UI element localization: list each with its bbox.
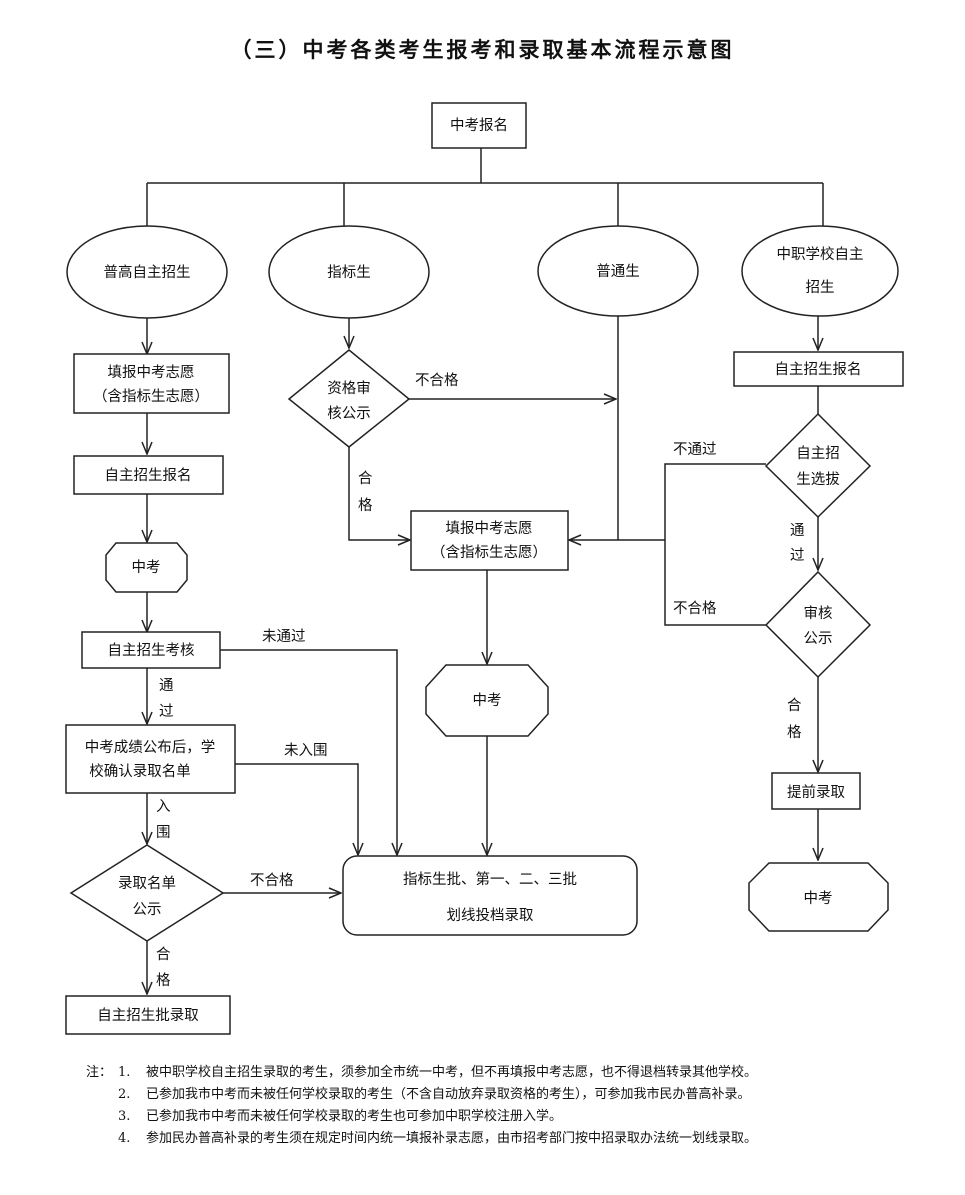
edge-label-passed-right-2: 过	[790, 547, 805, 564]
edge-label-passed-right-1: 通	[790, 522, 805, 539]
category-putong	[537, 225, 699, 317]
right-publicize-label-1: 审核	[804, 605, 833, 622]
edge-label-qualified-left-1: 合	[156, 946, 171, 963]
note-text: 已参加我市中考而未被任何学校录取的考生也可参加中职学校注册入学。	[146, 1109, 563, 1124]
bottom-batch-box	[342, 855, 638, 936]
center-fill-box	[410, 510, 569, 571]
left-fill-label-1: 填报中考志愿	[108, 364, 195, 381]
category-puggao-label: 普高自主招生	[104, 264, 191, 281]
right-publicize-label-2: 公示	[804, 631, 833, 647]
note-prefix: 注：	[86, 1065, 113, 1080]
edge-label-shortlisted-2: 围	[156, 825, 171, 841]
left-exam-label: 中考	[132, 559, 161, 576]
note-number: 4.	[118, 1131, 131, 1146]
left-publicize-label-2: 公示	[133, 902, 162, 918]
left-signup-box	[73, 455, 224, 495]
left-exam-box	[105, 542, 188, 593]
arrow-not-passed-left	[220, 649, 397, 855]
left-assess-box	[81, 631, 221, 669]
left-fill-label-2: （含指标生志愿）	[93, 388, 209, 405]
center-exam-box	[425, 664, 549, 737]
left-confirm-label-1: 中考成绩公布后，学	[85, 739, 216, 756]
edge-label-not-passed-right: 不通过	[673, 441, 717, 458]
edge-label-not-qualified-mid: 不合格	[415, 372, 459, 389]
left-publicize-label-1: 录取名单	[118, 875, 176, 892]
note-number: 1.	[118, 1065, 131, 1080]
right-early-label: 提前录取	[787, 784, 845, 801]
left-assess-label: 自主招生考核	[108, 642, 195, 659]
bottom-batch-label-2: 划线投档录取	[447, 907, 534, 924]
note-item: 4. 参加民办普高补录的考生须在规定时间内统一填报补录志愿，由市招考部门按中招录…	[86, 1128, 946, 1150]
right-select-label-2: 生选拔	[796, 471, 840, 488]
category-puggao	[66, 225, 228, 319]
left-signup-label: 自主招生报名	[105, 467, 192, 484]
mid-review-label-1: 资格审	[327, 380, 371, 397]
right-signup-box	[733, 351, 904, 387]
edge-label-not-passed-left: 未通过	[262, 628, 306, 645]
notes: 注： 1. 被中职学校自主招生录取的考生，须参加全市统一中考，但不再填报中考志愿…	[86, 1062, 946, 1150]
category-zhongzhi-label-1: 中职学校自主	[777, 246, 864, 263]
edge-label-passed-left-1: 通	[159, 677, 174, 694]
note-text: 参加民办普高补录的考生须在规定时间内统一填报补录志愿，由市招考部门按中招录取办法…	[146, 1131, 758, 1146]
category-zhibiao	[268, 225, 430, 319]
edge-label-not-shortlisted: 未入围	[284, 742, 328, 759]
edge-label-qualified-right-1: 合	[787, 697, 802, 714]
edge-label-qualified-left-2: 格	[156, 972, 171, 989]
mid-review-diamond	[287, 349, 411, 448]
left-confirm-box	[65, 724, 236, 794]
note-item: 注： 1. 被中职学校自主招生录取的考生，须参加全市统一中考，但不再填报中考志愿…	[86, 1062, 946, 1084]
right-exam-label: 中考	[804, 890, 833, 907]
right-exam-box	[748, 862, 889, 932]
right-select-label-1: 自主招	[796, 445, 840, 462]
center-fill-label-1: 填报中考志愿	[446, 520, 533, 537]
right-publicize-diamond	[764, 570, 872, 679]
note-text: 已参加我市中考而未被任何学校录取的考生（不含自动放弃录取资格的考生），可参加我市…	[146, 1087, 751, 1102]
left-confirm-label-2: 校确认录取名单	[89, 763, 191, 780]
note-number: 3.	[118, 1109, 131, 1124]
category-putong-label: 普通生	[596, 263, 640, 280]
category-zhibiao-label: 指标生	[327, 264, 371, 281]
left-fill-box	[73, 353, 230, 414]
right-early-box	[771, 772, 861, 810]
bottom-batch-label-1: 指标生批、第一、二、三批	[403, 870, 577, 888]
edge-label-qualified-mid-2: 格	[358, 497, 373, 514]
category-zhongzhi-label-2: 招生	[806, 279, 835, 296]
left-publicize-diamond	[69, 844, 225, 942]
start-box	[431, 102, 527, 149]
edge-label-qualified-right-2: 格	[787, 724, 802, 741]
edge-label-not-qualified-left: 不合格	[250, 872, 294, 889]
left-admit-box	[65, 995, 231, 1035]
start-label: 中考报名	[450, 117, 508, 134]
right-signup-label: 自主招生报名	[775, 361, 862, 378]
center-exam-label: 中考	[473, 692, 502, 709]
note-number: 2.	[118, 1087, 131, 1102]
note-text: 被中职学校自主招生录取的考生，须参加全市统一中考，但不再填报中考志愿，也不得退档…	[146, 1065, 758, 1080]
left-admit-label: 自主招生批录取	[97, 1007, 199, 1024]
edge-label-passed-left-2: 过	[159, 703, 174, 720]
diagram-title: （三）中考各类考生报考和录取基本流程示意图	[230, 37, 735, 62]
arrow-mid-qualified	[348, 447, 410, 540]
edge-label-shortlisted-1: 入	[156, 799, 171, 815]
mid-review-label-2: 核公示	[327, 405, 371, 422]
edge-label-not-qualified-right: 不合格	[673, 600, 717, 617]
note-item: 2. 已参加我市中考而未被任何学校录取的考生（不含自动放弃录取资格的考生），可参…	[86, 1084, 946, 1106]
connector-not-passed-right	[664, 463, 766, 626]
arrow-not-shortlisted	[235, 763, 358, 855]
edge-label-qualified-mid-1: 合	[358, 470, 373, 487]
right-select-diamond	[764, 412, 872, 519]
note-item: 3. 已参加我市中考而未被任何学校录取的考生也可参加中职学校注册入学。	[86, 1106, 946, 1128]
center-fill-label-2: （含指标生志愿）	[431, 544, 547, 561]
category-zhongzhi	[741, 225, 899, 317]
flowchart: 中考报名 普高自主招生 指标生 普通生 中职学校自主 招生 填报中考志愿 （含指…	[65, 102, 904, 1035]
